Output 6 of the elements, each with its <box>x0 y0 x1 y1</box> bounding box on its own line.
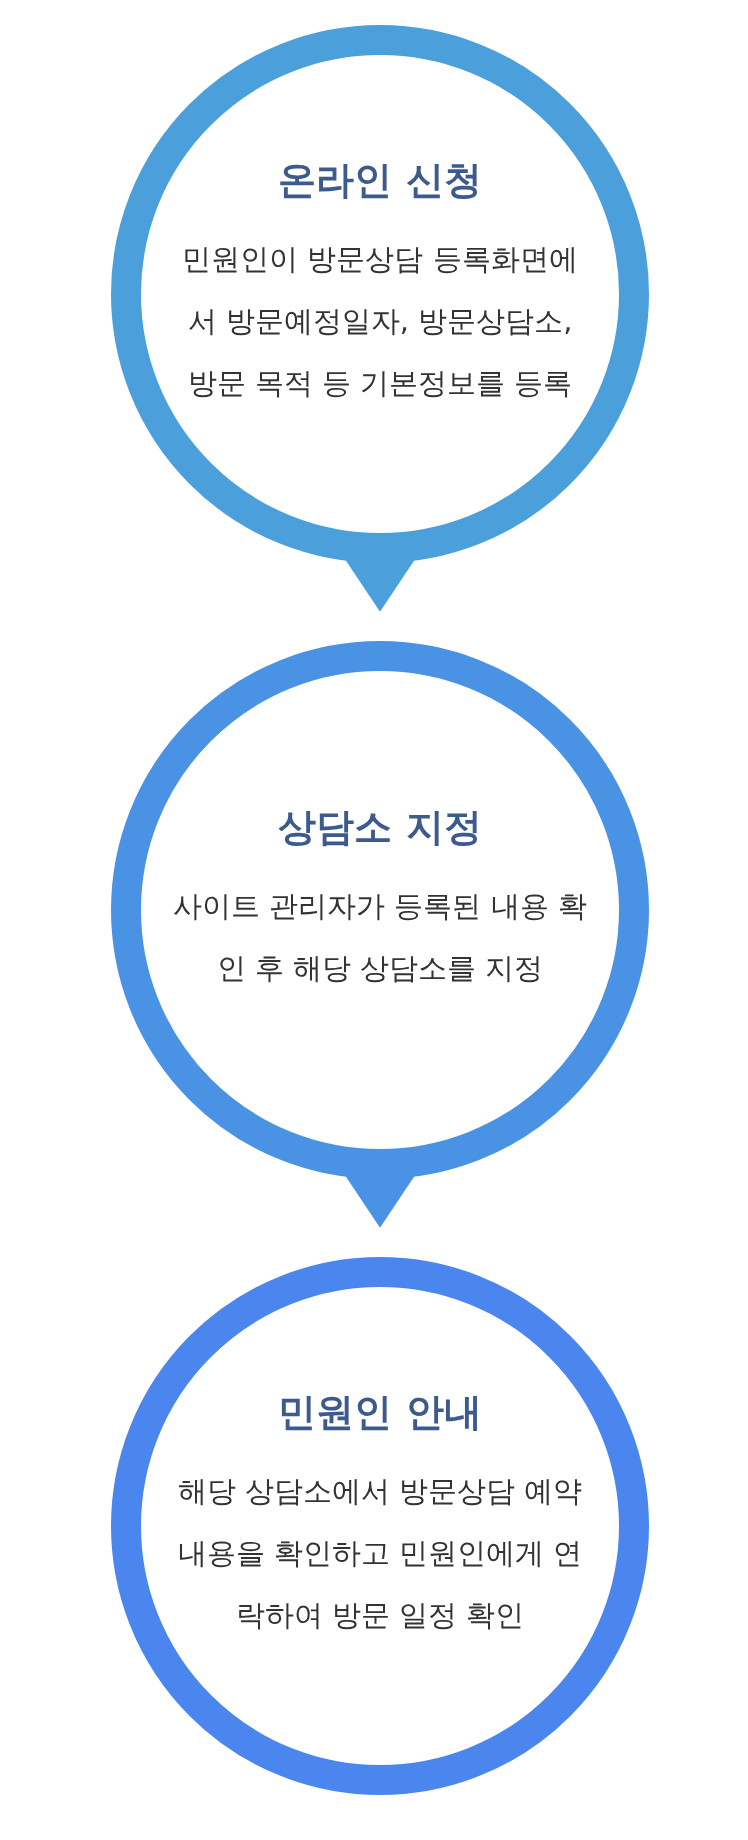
step-description: 사이트 관리자가 등록된 내용 확인 후 해당 상담소를 지정 <box>172 887 588 987</box>
step-description: 민원인이 방문상담 등록화면에서 방문예정일자, 방문상담소, 방문 목적 등 기본정보를 등록 <box>181 240 579 402</box>
step-title: 상담소 지정 <box>278 803 482 851</box>
step-description: 해당 상담소에서 방문상담 예약 내용을 확인하고 민원인에게 연락하여 방문 일정 확인 <box>176 1472 584 1634</box>
step-title: 온라인 신청 <box>278 156 482 204</box>
step-title: 민원인 안내 <box>278 1388 482 1436</box>
